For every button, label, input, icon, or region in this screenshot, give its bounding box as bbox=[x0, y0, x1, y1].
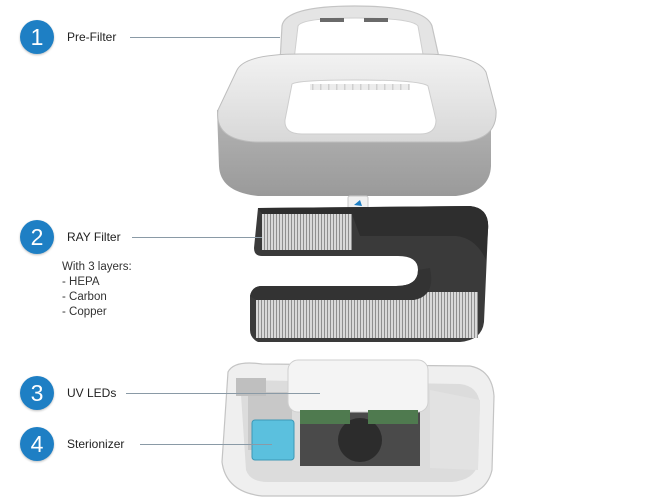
base-unit-part bbox=[221, 359, 495, 497]
callout-label: RAY Filter bbox=[67, 230, 121, 244]
callout-label: UV LEDs bbox=[67, 386, 117, 400]
leader-line-3 bbox=[126, 393, 320, 394]
callout-ray-filter: 2 RAY Filter bbox=[20, 220, 121, 254]
callout-number-badge: 2 bbox=[20, 220, 54, 254]
callout-label: Pre-Filter bbox=[67, 30, 117, 44]
ray-filter-part bbox=[250, 206, 489, 342]
layer-item: - Copper bbox=[62, 306, 107, 318]
leader-line-4 bbox=[140, 444, 272, 445]
fabric-housing-part bbox=[217, 53, 497, 211]
layer-item: - Carbon bbox=[62, 291, 107, 303]
callout-pre-filter: 1 Pre-Filter bbox=[20, 20, 116, 54]
callout-number-badge: 1 bbox=[20, 20, 54, 54]
layer-item: - HEPA bbox=[62, 276, 100, 288]
callout-number-badge: 4 bbox=[20, 427, 54, 461]
callout-number-badge: 3 bbox=[20, 376, 54, 410]
leader-line-1 bbox=[130, 37, 280, 38]
callout-sterionizer: 4 Sterionizer bbox=[20, 427, 124, 461]
layers-heading: With 3 layers: bbox=[62, 261, 132, 273]
ray-filter-layers-description: With 3 layers: - HEPA - Carbon - Copper bbox=[62, 260, 132, 320]
callout-label: Sterionizer bbox=[67, 437, 125, 451]
callout-uv-leds: 3 UV LEDs bbox=[20, 376, 116, 410]
layers-list: - HEPA - Carbon - Copper bbox=[62, 275, 132, 320]
leader-line-2 bbox=[132, 237, 262, 238]
